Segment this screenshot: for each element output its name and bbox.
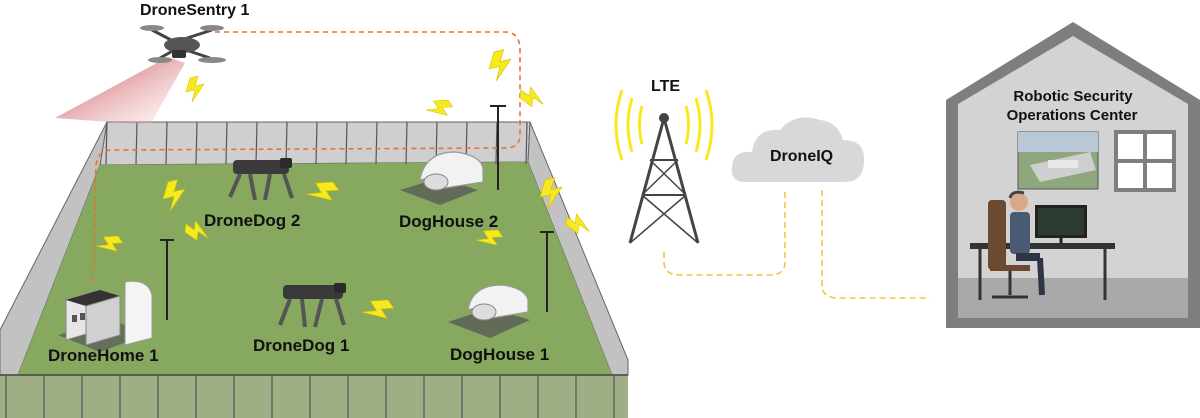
label-drone-dog-2: DroneDog 2 [204, 211, 301, 230]
building-window [1114, 130, 1176, 192]
lightning-icon [96, 235, 124, 252]
lightning-icon [162, 179, 186, 211]
lightning-icon [426, 99, 454, 116]
drone-home-1 [58, 280, 153, 352]
lte-to-droneiq-link [663, 190, 786, 276]
drone-link-path [92, 31, 521, 286]
signal-bolts [96, 49, 590, 319]
secured-field [0, 121, 629, 418]
lightning-icon [306, 181, 340, 201]
antenna-tower-center [160, 239, 174, 320]
drone-dog-1 [278, 283, 346, 328]
label-drone-dog-1: DroneDog 1 [253, 336, 350, 355]
operations-center [946, 22, 1200, 328]
drone-dog-2 [228, 158, 294, 201]
lightning-icon [565, 213, 590, 235]
drone-sentry [55, 25, 226, 125]
wall-monitor-photo [1017, 131, 1099, 190]
lightning-icon [361, 299, 395, 319]
label-rsoc-line2: Operations Center [1006, 107, 1138, 124]
lightning-icon [184, 220, 209, 242]
label-drone-home-1: DroneHome 1 [48, 346, 159, 365]
lightning-icon [519, 86, 544, 108]
lightning-icon [185, 75, 205, 103]
lightning-icon [476, 229, 504, 246]
lightning-icon [539, 177, 563, 209]
lte-tower [614, 89, 714, 244]
label-drone-iq: DroneIQ [770, 148, 834, 165]
lightning-icon [488, 49, 512, 81]
label-dog-house-1: DogHouse 1 [450, 345, 550, 364]
label-dog-house-2: DogHouse 2 [399, 212, 499, 231]
antenna-tower-right [540, 231, 554, 312]
dog-house-1 [448, 284, 530, 338]
label-rsoc-line1: Robotic Security [1013, 88, 1133, 105]
dog-house-2 [400, 151, 484, 205]
camera-beam [55, 57, 185, 125]
label-drone-sentry: DroneSentry 1 [140, 2, 250, 19]
droneiq-to-rsoc-link [821, 190, 930, 299]
label-lte: LTE [651, 78, 681, 95]
droneiq-cloud [731, 117, 865, 182]
antenna-tower-2 [490, 105, 506, 190]
